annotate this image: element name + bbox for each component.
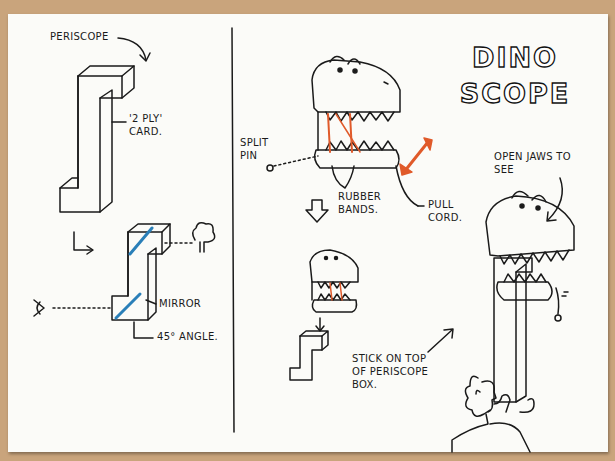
- annotation-label: MIRROR: [159, 297, 229, 310]
- annotation-label: SPLIT PIN: [240, 136, 284, 162]
- annotation-label: PULL CORD.: [428, 198, 478, 224]
- annotation-label: RUBBER BANDS.: [338, 190, 400, 216]
- annotation-label: OPEN JAWS TO SEE: [494, 150, 574, 176]
- annotation-label: 45° ANGLE.: [157, 330, 229, 343]
- annotation-label: '2 PLY' CARD.: [129, 112, 187, 138]
- annotation-label: STICK ON TOP OF PERISCOPE BOX.: [352, 352, 434, 391]
- annotation-label: PERISCOPE: [50, 30, 130, 43]
- title: DINO SCOPE: [440, 40, 590, 112]
